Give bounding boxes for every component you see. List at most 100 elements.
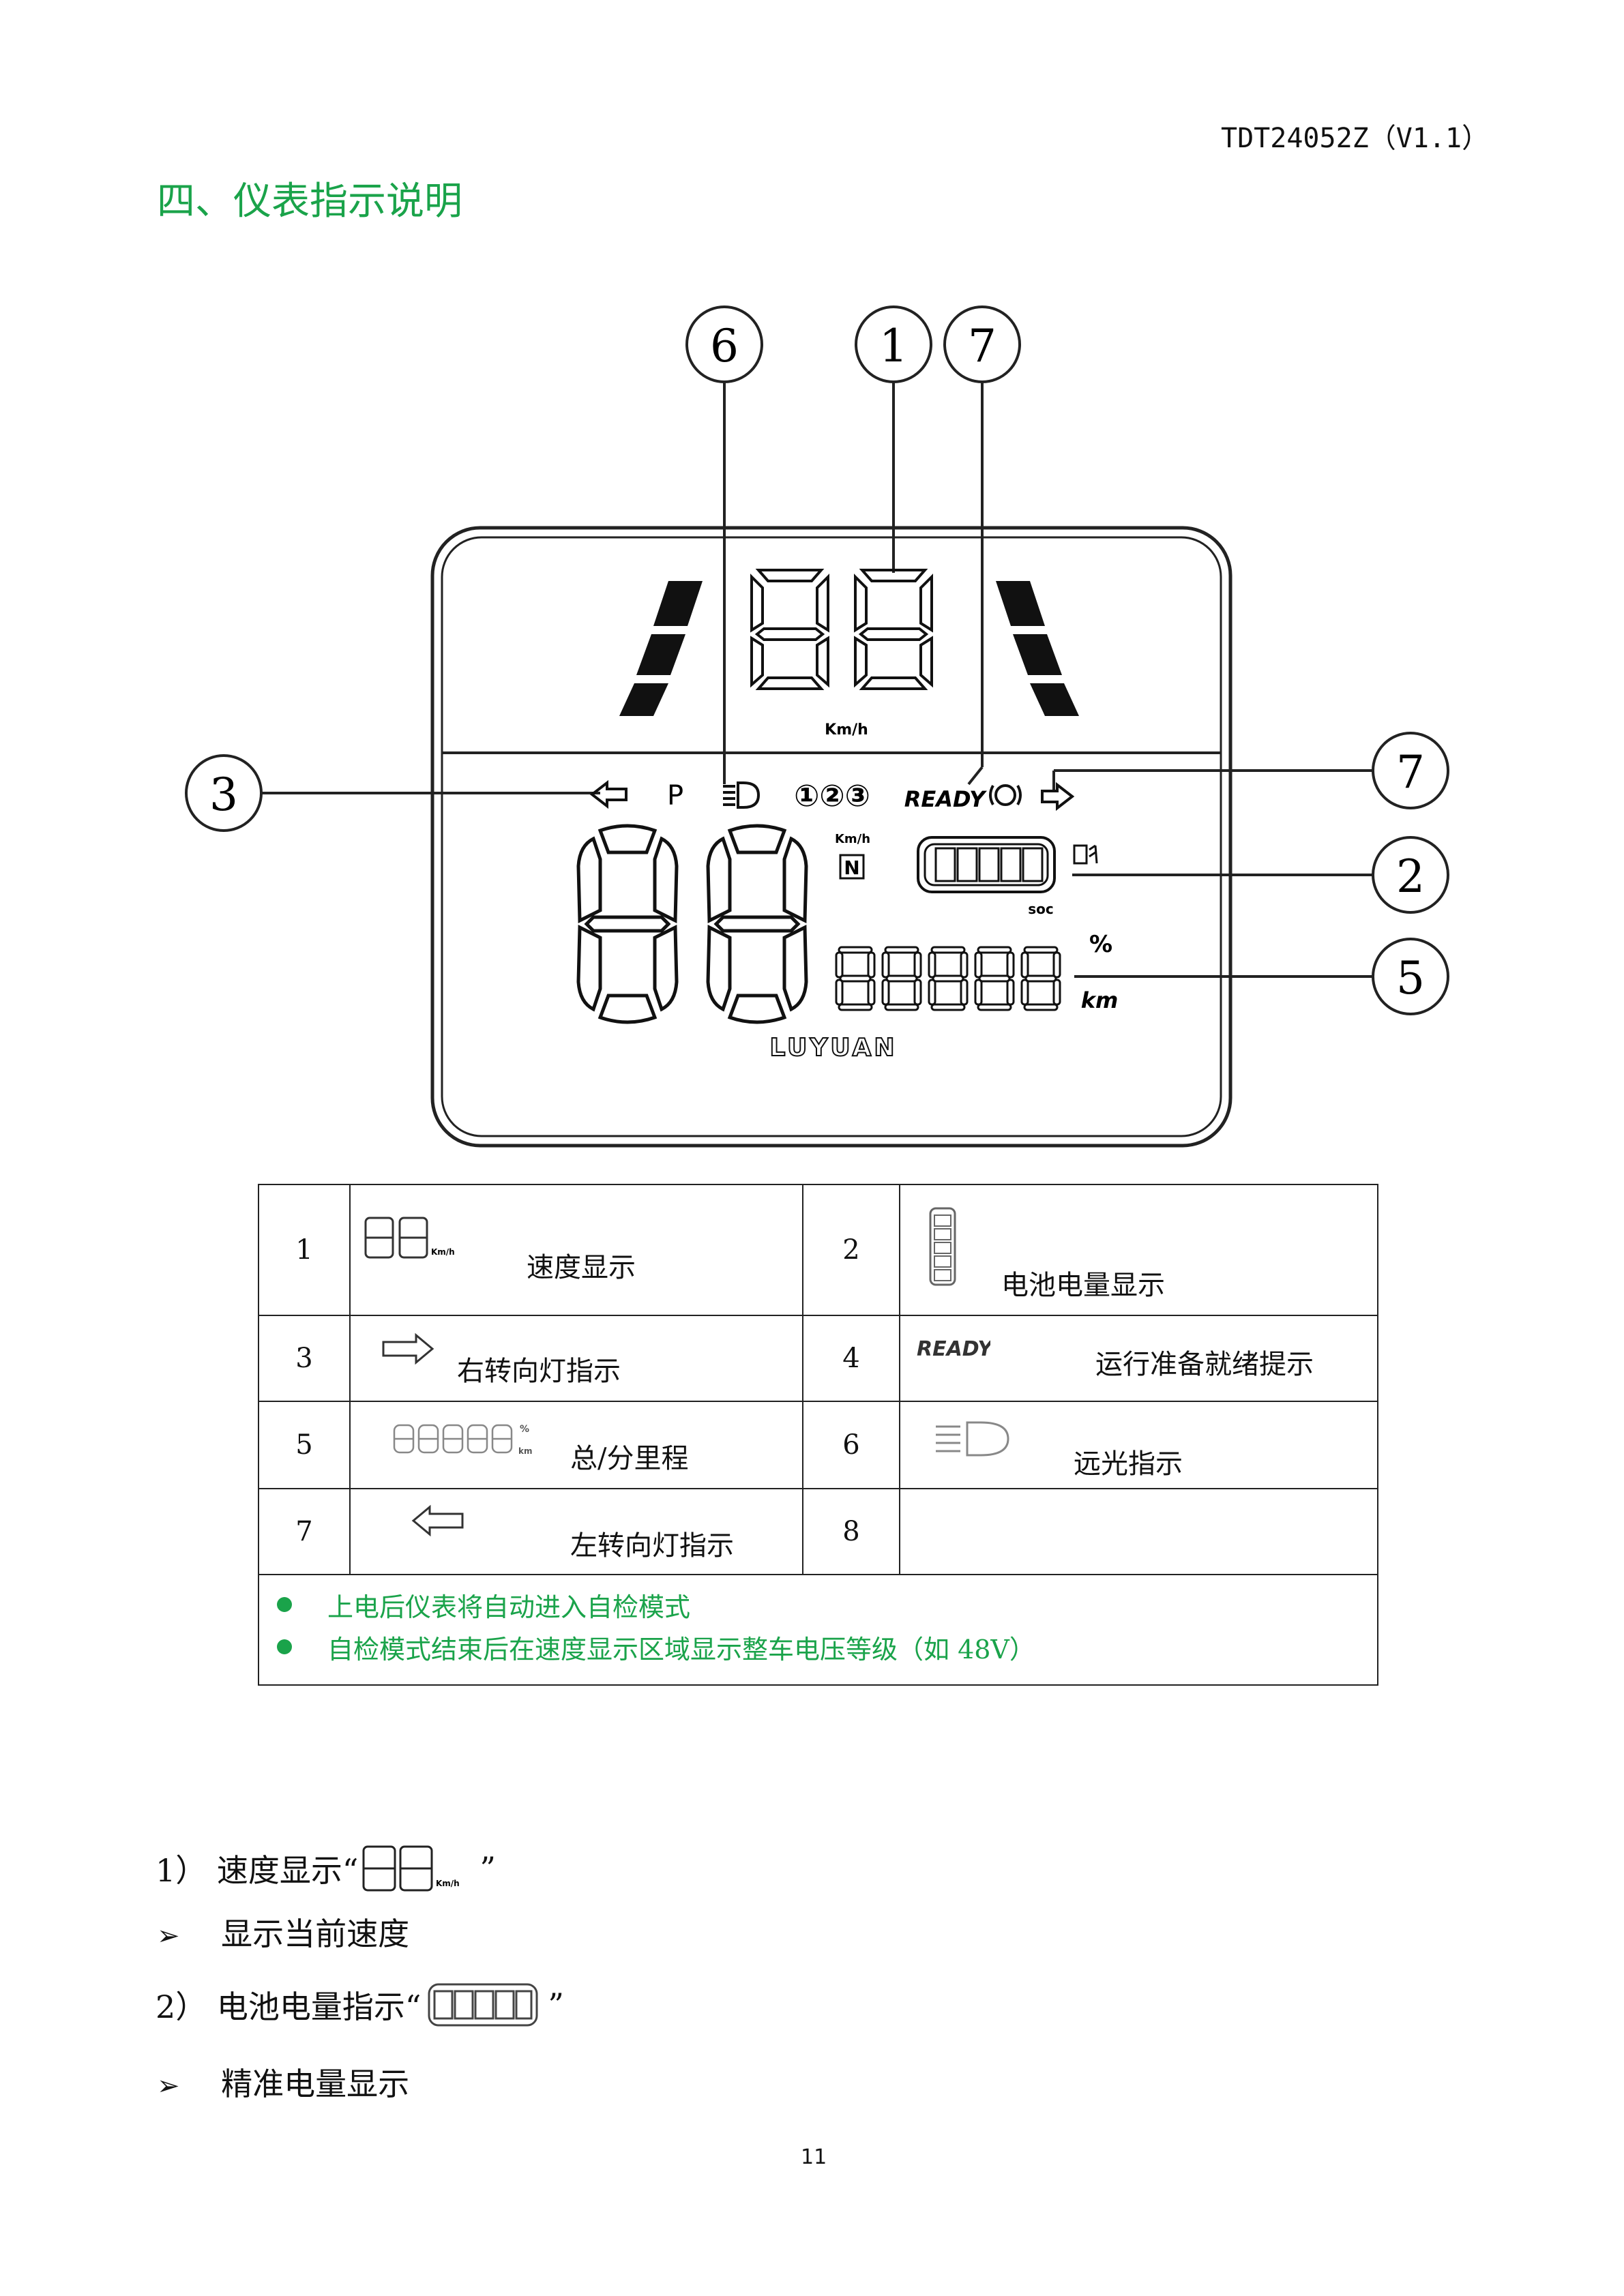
item-2-prefix: 2） 电池电量指示“ [156,1988,422,2025]
item-2-bullet: ➢ 精准电量显示 [157,2059,409,2104]
soc-label: soc [1028,901,1054,917]
indicator-table: 1 Km/h 速度显示 2 电池电量显示 3 [258,1184,1378,1686]
ready-indicator: READY [904,786,987,812]
row-number: 7 [258,1488,351,1575]
km-label: km [1081,987,1119,1013]
battery-inline-icon [428,1983,538,2027]
callout-3: 3 [185,754,600,832]
callout-2: 2 [1072,836,1449,914]
svg-text:%: % [520,1424,529,1435]
odo-digit-3 [928,946,969,1011]
gear-digit-2 [708,826,806,1022]
percent-label: % [1089,931,1112,958]
label-odometer: 总/分里程 [570,1443,689,1474]
speed-digit-2 [854,569,933,690]
item-2-heading: 2） 电池电量指示“ ” [156,1978,564,2032]
right-turn-indicator-icon [1041,781,1075,811]
callout-2-label: 2 [1396,850,1425,903]
svg-text:km: km [518,1446,532,1456]
table-row: 7 左转向灯指示 8 [258,1488,1378,1575]
high-beam-icon [936,1421,1009,1457]
row-number: 5 [258,1401,351,1489]
svg-text:Km/h: Km/h [431,1247,455,1257]
empty-cell [899,1488,1378,1575]
gear-digit-1 [578,826,677,1022]
note-item: 自检模式结束后在速度显示区域显示整车电压等级（如 48V） [259,1626,1377,1668]
dashboard-figure: 6 1 7 3 7 2 5 [185,305,1449,1148]
row-number: 1 [258,1184,351,1316]
svg-text:READY: READY [917,1337,990,1361]
speed-digit-1 [750,569,829,690]
speed-digits-inline-icon: Km/h [362,1845,460,1892]
item-1-suffix: ” [479,1850,496,1887]
callout-5-label: 5 [1396,952,1425,1004]
row-number: 4 [802,1315,900,1402]
callout-7-right-label: 7 [1396,746,1425,799]
item-2-suffix: ” [548,1986,564,2023]
item-1-heading: 1） 速度显示“ Km/h ” [156,1841,496,1896]
section-title: 四、仪表指示说明 [157,179,462,224]
arrow-bullet-icon: ➢ [157,2070,180,2102]
battery-icon [929,1207,956,1286]
table-row: 1 Km/h 速度显示 2 电池电量显示 [258,1184,1378,1316]
callout-7-top-label: 7 [968,320,996,372]
table-row: 3 右转向灯指示 4 READY 运行准备就绪提示 [258,1315,1378,1402]
neutral-box [839,854,865,880]
ready-icon: READY [917,1337,990,1361]
charger-icon [1073,844,1098,865]
note-item: 上电后仪表将自动进入自检模式 [259,1583,1377,1626]
odo-digit-5 [1020,946,1061,1011]
odometer-digits-icon: % km [393,1424,532,1456]
label-ready: 运行准备就绪提示 [1095,1349,1314,1380]
odo-digit-2 [881,946,922,1011]
brake-indicator-icon [989,784,1022,806]
row-number: 2 [802,1184,900,1316]
gear-unit: Km/h [835,832,870,846]
bullet-dot-icon [277,1597,292,1612]
arrow-bullet-icon: ➢ [157,1920,180,1952]
item-1-prefix: 1） 速度显示“ [156,1852,359,1889]
table-row: 上电后仪表将自动进入自检模式 自检模式结束后在速度显示区域显示整车电压等级（如 … [258,1574,1378,1686]
park-indicator: P [667,780,683,811]
lcd-inner-frame [441,536,1222,1137]
bullet-dot-icon [277,1639,292,1654]
left-speed-bar [619,581,703,716]
table-row: 5 % km 总/分里程 6 [258,1401,1378,1489]
callout-5: 5 [1074,938,1449,1015]
item-1-bullet: ➢ 显示当前速度 [157,1909,409,1954]
callout-1: 1 [855,305,932,573]
row-number: 3 [258,1315,351,1402]
odo-digit-4 [974,946,1015,1011]
label-high-beam: 远光指示 [1074,1448,1183,1480]
lcd-outer-frame [430,526,1232,1148]
note-text: 上电后仪表将自动进入自检模式 [327,1592,691,1622]
svg-text:Km/h: Km/h [436,1879,460,1888]
row-number: 8 [802,1488,900,1575]
callout-3-label: 3 [209,769,238,821]
note-text: 自检模式结束后在速度显示区域显示整车电压等级（如 48V） [327,1634,1035,1665]
row-number: 6 [802,1401,900,1489]
left-arrow-icon [411,1504,464,1537]
callout-7-top: 7 [943,305,1021,786]
item-2-bullet-text: 精准电量显示 [221,2066,410,2102]
neutral-indicator: N [844,856,859,879]
right-speed-bar [996,581,1079,716]
document-id: TDT24052Z（V1.1） [1221,123,1490,154]
odo-digit-1 [835,946,876,1011]
callout-7-right: 7 [1052,732,1449,809]
label-battery-display: 电池电量显示 [1001,1270,1165,1301]
brand-logo: LUYUAN [769,1034,897,1062]
speed-unit: Km/h [825,721,868,739]
speed-digits-icon: Km/h [364,1217,455,1259]
right-arrow-icon [382,1332,434,1365]
label-right-turn: 右转向灯指示 [457,1356,621,1387]
label-speed-display: 速度显示 [527,1252,636,1283]
page-number: 11 [801,2145,827,2169]
callout-1-label: 1 [879,320,908,372]
gear-mode-indicators: ①②③ [794,779,870,814]
label-left-turn: 左转向灯指示 [570,1530,734,1562]
item-1-bullet-text: 显示当前速度 [221,1915,410,1952]
high-beam-indicator-icon [723,781,761,809]
callout-6: 6 [685,305,763,784]
left-turn-indicator-icon [589,779,628,809]
